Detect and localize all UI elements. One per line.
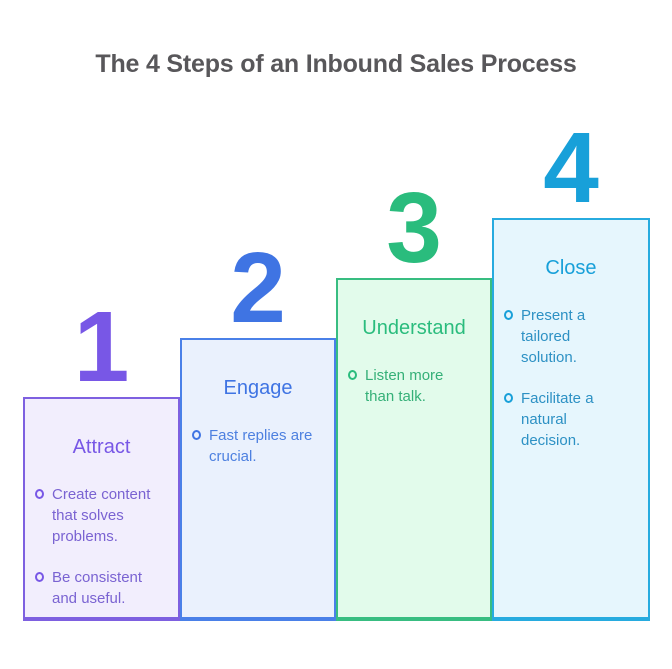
step-title: Engage [223,377,293,399]
step-number: 2 [230,232,286,344]
step-column-engage: 2 Engage Fast replies are crucial. [180,232,336,621]
step-card: Understand Listen more than talk. [336,278,492,621]
step-title: Close [545,257,597,279]
bullet-item: Facilitate a natural decision. [504,388,634,451]
step-column-understand: 3 Understand Listen more than talk. [336,172,492,621]
bullet-text: Fast replies are crucial. [209,427,313,465]
step-bullet-list: Create content that solves problems. Be … [25,484,178,609]
bullet-item: Create content that solves problems. [35,484,164,547]
bullet-circle-icon [35,572,44,582]
step-card: Attract Create content that solves probl… [23,397,180,621]
bullet-text: Be consistent and useful. [52,569,143,607]
page-title: The 4 Steps of an Inbound Sales Process [95,50,577,78]
bullet-circle-icon [504,310,513,320]
step-bullet-list: Present a tailored solution. Facilitate … [494,305,648,451]
step-bullet-list: Listen more than talk. [338,365,490,407]
step-bullet-list: Fast replies are crucial. [182,425,334,467]
step-number: 3 [386,172,442,284]
bullet-item: Listen more than talk. [348,365,476,407]
step-title: Understand [362,317,466,339]
bullet-text: Facilitate a natural decision. [521,390,594,449]
step-number: 4 [543,112,599,224]
bullet-text: Create content that solves problems. [52,486,151,545]
bullet-item: Fast replies are crucial. [192,425,320,467]
step-column-attract: 1 Attract Create content that solves pro… [23,291,180,621]
step-column-close: 4 Close Present a tailored solution. Fac… [492,112,650,621]
bullet-text: Present a tailored solution. [521,307,586,366]
bullet-item: Be consistent and useful. [35,567,164,609]
bullet-circle-icon [348,370,357,380]
step-card: Engage Fast replies are crucial. [180,338,336,621]
step-number: 1 [73,291,130,403]
step-title: Attract [72,436,131,458]
bullet-item: Present a tailored solution. [504,305,634,368]
bullet-text: Listen more than talk. [365,367,444,405]
step-card: Close Present a tailored solution. Facil… [492,218,650,621]
bullet-circle-icon [192,430,201,440]
bullet-circle-icon [35,489,44,499]
bullet-circle-icon [504,393,513,403]
